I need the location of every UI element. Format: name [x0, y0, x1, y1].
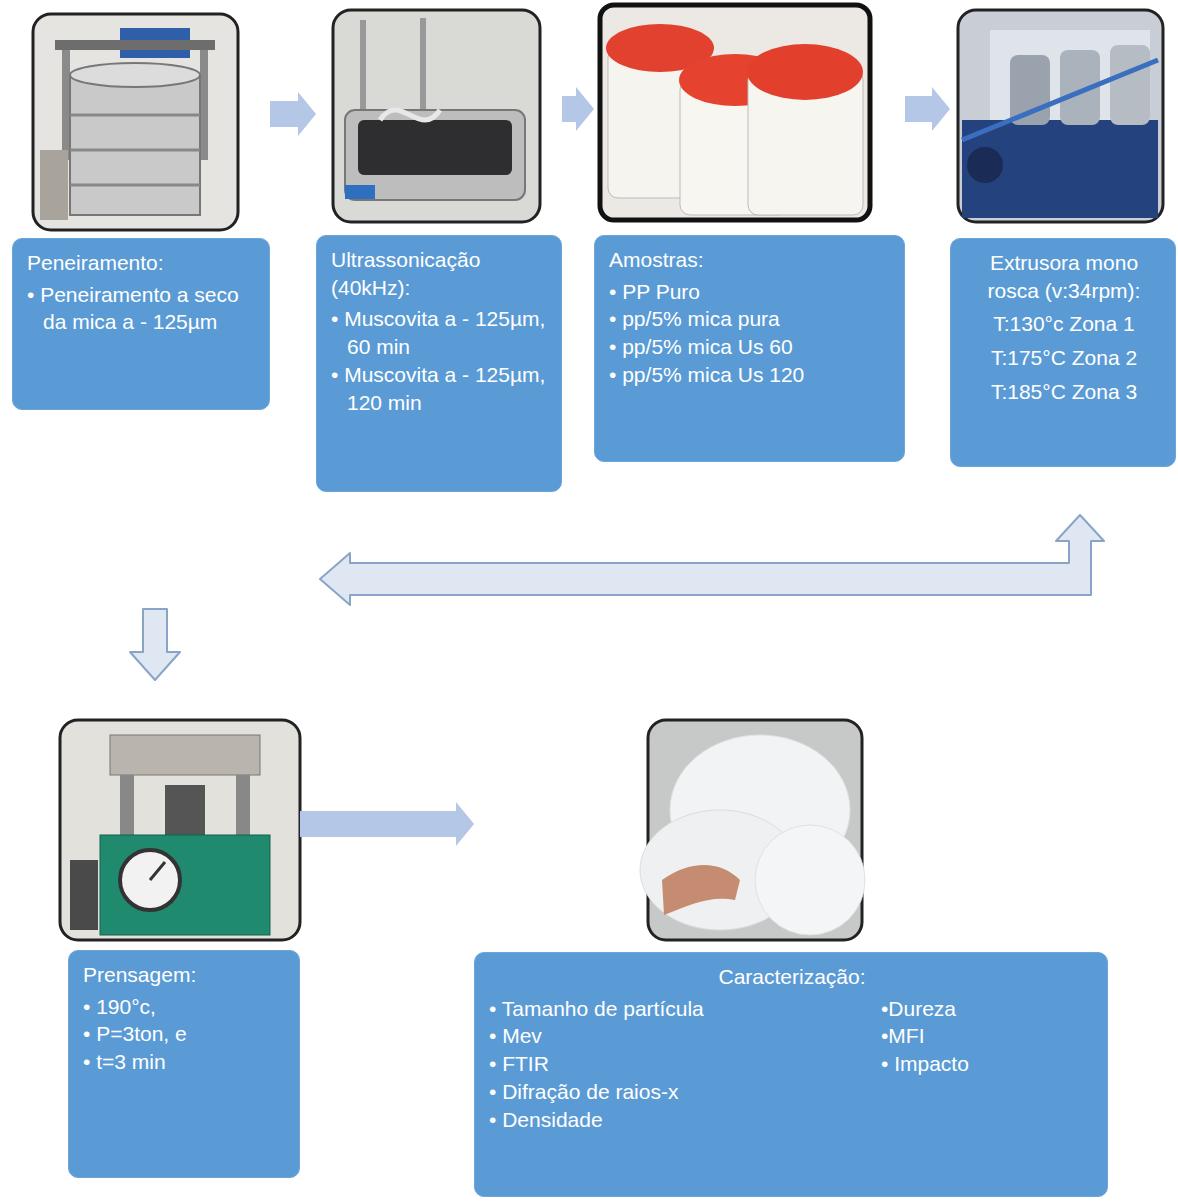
box-item: • Muscovita a - 125µm, 120 min — [331, 361, 549, 416]
block-arrow — [320, 515, 1104, 605]
block-arrow — [270, 92, 316, 136]
flow-arrow — [130, 515, 1104, 680]
box-item: • Difração de raios-x — [489, 1078, 881, 1106]
process-box: Prensagem: • 190°c,• P=3ton, e• t=3 min — [68, 950, 300, 1178]
box-item: • pp/5% mica Us 120 — [609, 361, 892, 389]
item-column: •Dureza•MFI• Impacto — [881, 995, 1095, 1134]
box-item: • pp/5% mica pura — [609, 305, 892, 333]
box-item: • pp/5% mica Us 60 — [609, 333, 892, 361]
box-item: • Muscovita a - 125µm, 60 min — [331, 305, 549, 360]
box-item: • PP Puro — [609, 278, 892, 306]
box-heading: Ultrassonicação (40kHz): — [331, 246, 549, 301]
block-arrow — [130, 609, 180, 680]
item-columns: • Tamanho de partícula• Mev• FTIR• Difra… — [489, 995, 1095, 1134]
process-box: Amostras:• PP Puro• pp/5% mica pura• pp/… — [594, 235, 905, 462]
flow-arrow — [270, 92, 316, 136]
process-stage: Extrusora mono rosca (v:34rpm): T:130°c Z… — [950, 10, 1176, 467]
box-heading: Peneiramento: — [27, 249, 257, 277]
box-item: • FTIR — [489, 1050, 881, 1078]
box-item: • Peneiramento a seco da mica a - 125µm — [27, 281, 257, 336]
box-heading: Amostras: — [609, 246, 892, 274]
box-item: T:130°c Zona 1 — [965, 310, 1163, 338]
process-stage: Ultrassonicação (40kHz):• Muscovita a - … — [316, 10, 562, 492]
box-heading: Prensagem: — [83, 961, 287, 989]
box-heading: Extrusora mono rosca (v:34rpm): — [965, 249, 1163, 304]
flow-arrow — [905, 87, 950, 131]
extruder-photo — [958, 10, 1163, 222]
box-item: •MFI — [881, 1022, 1095, 1050]
box-item: • Mev — [489, 1022, 881, 1050]
flow-arrow — [300, 802, 474, 846]
process-box: Caracterização: • Tamanho de partícula• M… — [474, 952, 1108, 1197]
flow-arrow — [562, 87, 594, 131]
process-box: Extrusora mono rosca (v:34rpm): T:130°c Z… — [950, 238, 1176, 467]
ultrasonic-bath-photo — [333, 10, 540, 222]
block-arrow — [905, 87, 950, 131]
box-item: • P=3ton, e — [83, 1020, 287, 1048]
process-box: Peneiramento: • Peneiramento a seco da mi… — [12, 238, 270, 410]
box-item: • Impacto — [881, 1050, 1095, 1078]
box-item: T:185°C Zona 3 — [965, 378, 1163, 406]
process-stage: Peneiramento: • Peneiramento a seco da mi… — [12, 14, 270, 410]
block-arrow — [562, 87, 594, 131]
box-item: • 190°c, — [83, 993, 287, 1021]
process-stage: Prensagem: • 190°c,• P=3ton, e• t=3 min — [68, 720, 300, 1178]
process-stage: Amostras:• PP Puro• pp/5% mica pura• pp/… — [594, 5, 905, 462]
block-arrow — [300, 802, 474, 846]
box-item: • Densidade — [489, 1106, 881, 1134]
films-photo — [640, 720, 865, 940]
box-item: • t=3 min — [83, 1048, 287, 1076]
process-box: Ultrassonicação (40kHz):• Muscovita a - … — [316, 235, 562, 492]
box-item: • Tamanho de partícula — [489, 995, 881, 1023]
box-item: •Dureza — [881, 995, 1095, 1023]
process-stage: Caracterização: • Tamanho de partícula• M… — [474, 720, 1108, 1197]
sample-jars-photo — [600, 5, 870, 220]
press-photo — [60, 720, 300, 940]
item-column: • Tamanho de partícula• Mev• FTIR• Difra… — [489, 995, 881, 1134]
box-heading: Caracterização: — [489, 963, 1095, 991]
sieve-photo — [33, 14, 238, 230]
box-item: T:175°C Zona 2 — [965, 344, 1163, 372]
